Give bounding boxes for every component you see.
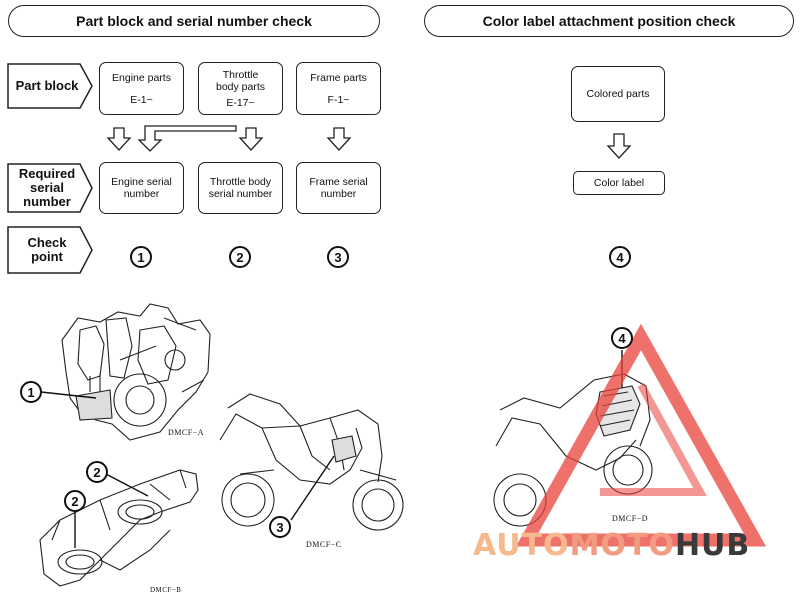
colored-parts-text: Colored parts [586, 88, 650, 100]
row-label-serial-line-3: number [23, 194, 71, 209]
part-block-engine: Engine parts E-1~ [99, 62, 184, 115]
row-label-check-line-1: Check [27, 235, 67, 250]
serial-throttle-text: Throttle body serial number [208, 176, 273, 200]
label-dmcf-d: DMCF−D [612, 514, 648, 523]
watermark-triangle [515, 323, 767, 547]
watermark-moto: MOTO [569, 528, 675, 563]
serial-frame: Frame serial number [296, 162, 381, 214]
row-label-required-serial-number: Required serial number [8, 164, 86, 212]
label-dmcf-b: DMCF−B [150, 586, 182, 594]
check-point-3: 3 [327, 246, 349, 268]
serial-throttle-body: Throttle body serial number [198, 162, 283, 214]
part-block-engine-code: E-1~ [130, 93, 153, 106]
check-point-1: 1 [130, 246, 152, 268]
color-label-box: Color label [573, 171, 665, 195]
row-label-check-shape [7, 226, 93, 274]
part-block-throttle-body: Throttle body parts E-17~ [198, 62, 283, 115]
row-label-part-block: Part block [8, 64, 86, 108]
callout-throttle-upper: 2 [86, 461, 108, 483]
callout-throttle-lower: 2 [64, 490, 86, 512]
row-label-serial-line-2: serial [30, 180, 64, 195]
colored-parts-box: Colored parts [571, 66, 665, 122]
row-label-check-point: Check point [8, 227, 86, 273]
motorcycle-illustration [219, 393, 404, 531]
part-block-engine-name: Engine parts [112, 71, 171, 84]
watermark-auto: AUTO [473, 528, 570, 563]
row-label-part-block-text: Part block [15, 78, 79, 93]
callout-engine: 1 [20, 381, 42, 403]
part-block-throttle-name: Throttle body parts [215, 68, 266, 93]
check-point-4: 4 [609, 246, 631, 268]
down-arrow-engine [106, 127, 132, 151]
part-block-frame-name: Frame parts [310, 71, 367, 84]
color-label-text: Color label [593, 177, 645, 189]
watermark-hub: HUB [674, 528, 751, 563]
engine-illustration [61, 303, 211, 441]
serial-engine: Engine serial number [99, 162, 184, 214]
row-label-check-line-2: point [31, 249, 63, 264]
down-arrow-colored-parts [606, 133, 632, 159]
callout-motorcycle: 3 [269, 516, 291, 538]
label-dmcf-a: DMCF−A [168, 428, 204, 437]
row-label-serial-line-1: Required [18, 166, 76, 181]
callout-motorcycle-color: 4 [611, 327, 633, 349]
watermark-text: AUTOMOTOHUB [473, 528, 750, 563]
check-point-2: 2 [229, 246, 251, 268]
down-arrow-frame [326, 127, 352, 151]
label-dmcf-c: DMCF−C [306, 540, 342, 549]
part-block-throttle-code: E-17~ [226, 96, 255, 109]
part-block-frame: Frame parts F-1~ [296, 62, 381, 115]
right-section-title: Color label attachment position check [424, 5, 794, 37]
row-label-part-block-shape [7, 63, 93, 109]
row-label-serial-shape [7, 163, 93, 213]
bent-arrow-throttle-to-engine [137, 125, 237, 152]
throttle-body-illustration [39, 469, 199, 587]
serial-frame-text: Frame serial number [309, 176, 368, 200]
serial-engine-text: Engine serial number [111, 176, 172, 200]
left-section-title: Part block and serial number check [8, 5, 380, 37]
part-block-frame-code: F-1~ [327, 93, 350, 106]
down-arrow-throttle [238, 127, 264, 151]
